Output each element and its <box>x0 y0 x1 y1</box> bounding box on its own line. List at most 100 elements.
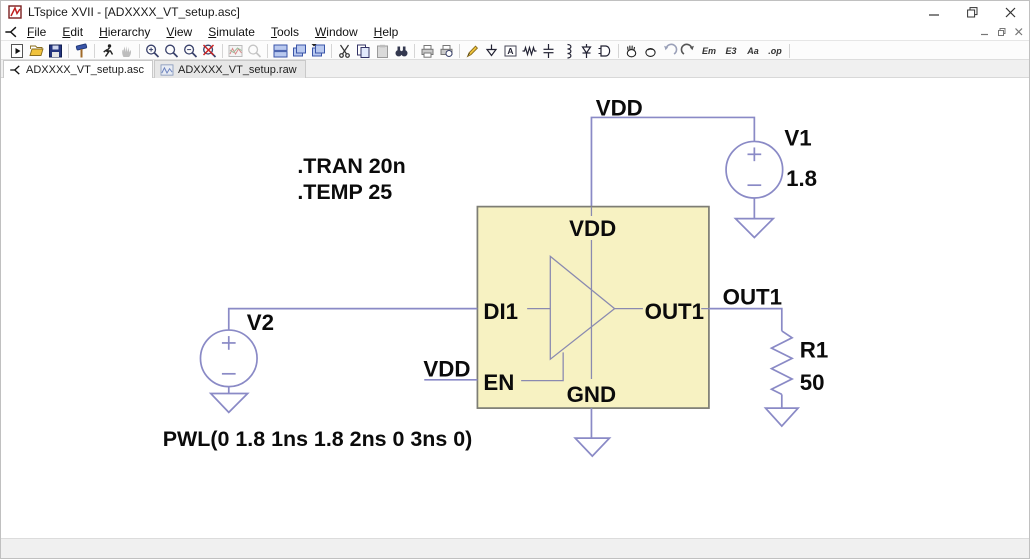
r1-name[interactable]: R1 <box>800 338 828 363</box>
title-bar: LTspice XVII - [ADXXXX_VT_setup.asc] <box>1 1 1029 23</box>
v2-source[interactable]: V2 PWL(0 1.8 1ns 1.8 2ns 0 3ns 0) <box>163 307 478 451</box>
svg-text:.TEMP 25[interactable]: .TEMP 25 <box>297 180 392 204</box>
open-folder-icon[interactable] <box>28 43 45 59</box>
v1-name[interactable]: V1 <box>784 126 811 151</box>
restore-button[interactable] <box>953 1 991 23</box>
tab-schematic-label: ADXXXX_VT_setup.asc <box>26 63 145 76</box>
spice-directive-icon[interactable]: .op <box>768 45 782 56</box>
toolbar: A <box>1 41 1029 60</box>
waveform-pane-icon[interactable] <box>227 43 244 59</box>
menu-hierarchy[interactable]: Hierarchy <box>99 25 151 39</box>
wire-vdd-top[interactable]: VDD <box>590 96 756 207</box>
toolbar-separator <box>789 43 790 58</box>
menu-simulate[interactable]: Simulate <box>208 25 255 39</box>
cascade-windows-icon[interactable] <box>291 43 308 59</box>
menu-window[interactable]: Window <box>314 25 358 39</box>
svg-text:.TRAN 20n[interactable]: .TRAN 20n <box>297 154 405 178</box>
halt-icon[interactable] <box>118 43 135 59</box>
window-title: LTspice XVII - [ADXXXX_VT_setup.asc] <box>28 5 240 19</box>
net-label-out1[interactable]: OUT1 <box>723 284 782 309</box>
wire-gnd[interactable] <box>573 408 612 458</box>
spice-directives[interactable]: .TRAN 20n .TEMP 25 <box>297 154 405 204</box>
wire-vdd-en[interactable]: VDD <box>423 356 478 381</box>
cascade-new-icon[interactable] <box>310 43 327 59</box>
ic-pin-en: EN <box>483 370 514 395</box>
find-icon[interactable] <box>393 43 410 59</box>
ground-symbol-ic[interactable] <box>573 437 612 458</box>
tile-horizontal-icon[interactable] <box>272 43 289 59</box>
rotate-icon[interactable]: E3 <box>725 45 737 56</box>
svg-text:A: A <box>507 46 513 56</box>
ground-icon[interactable] <box>483 43 500 59</box>
menu-tools[interactable]: Tools <box>270 25 299 39</box>
move-hand-icon[interactable] <box>623 43 640 59</box>
cut-icon[interactable] <box>336 43 353 59</box>
control-panel-icon[interactable] <box>73 43 90 59</box>
tab-waveform-label: ADXXXX_VT_setup.raw <box>178 63 297 76</box>
menu-help[interactable]: Help <box>373 25 399 39</box>
tab-waveform[interactable]: ADXXXX_VT_setup.raw <box>154 60 306 78</box>
v1-source[interactable]: V1 1.8 <box>725 126 817 239</box>
mdi-close-icon[interactable] <box>1015 28 1023 36</box>
new-schematic-icon[interactable] <box>9 43 26 59</box>
print-icon[interactable] <box>419 43 436 59</box>
toolbar-separator <box>618 43 619 58</box>
wire-v2-di1[interactable] <box>227 307 478 331</box>
zoom-extents-icon[interactable] <box>201 43 218 59</box>
menu-view[interactable]: View <box>166 25 193 39</box>
text-icon[interactable]: Aa <box>747 45 759 56</box>
r1-resistor[interactable]: R1 50 <box>763 330 829 428</box>
schematic-icon <box>10 64 20 75</box>
net-label-icon[interactable]: A <box>502 43 519 59</box>
component-icon[interactable] <box>597 43 614 59</box>
schematic-canvas[interactable]: .TRAN 20n .TEMP 25 VDD V1 1.8 <box>1 78 1029 538</box>
redo-icon[interactable] <box>680 43 697 59</box>
mdi-minimize-icon[interactable] <box>981 28 989 36</box>
run-icon[interactable] <box>99 43 116 59</box>
out1-net[interactable]: OUT1 <box>708 284 783 331</box>
paste-icon[interactable] <box>374 43 391 59</box>
menu-file[interactable]: File <box>27 25 47 39</box>
drag-hand-icon[interactable] <box>642 43 659 59</box>
v1-value[interactable]: 1.8 <box>786 166 817 191</box>
ic-pin-di1: DI1 <box>483 299 518 324</box>
net-label-vdd-en[interactable]: VDD <box>423 356 470 381</box>
print-preview-icon[interactable] <box>438 43 455 59</box>
status-bar <box>1 538 1029 558</box>
v2-value-pwl[interactable]: PWL(0 1.8 1ns 1.8 2ns 0 3ns 0) <box>163 427 473 451</box>
minimize-button[interactable] <box>915 1 953 23</box>
mdi-restore-icon[interactable] <box>998 28 1006 36</box>
close-icon <box>1005 7 1015 17</box>
resistor-icon[interactable] <box>521 43 538 59</box>
ground-symbol-v2[interactable] <box>208 392 250 414</box>
v2-name[interactable]: V2 <box>247 310 274 335</box>
zoom-out-icon[interactable] <box>182 43 199 59</box>
toolbar-separator <box>68 43 69 58</box>
minimize-icon <box>928 13 939 16</box>
net-label-vdd-top[interactable]: VDD <box>596 96 643 121</box>
ground-symbol-v1[interactable] <box>733 217 776 239</box>
zoom-box-icon[interactable] <box>163 43 180 59</box>
menu-edit[interactable]: Edit <box>62 25 84 39</box>
zoom-disabled-icon[interactable] <box>246 43 263 59</box>
save-icon[interactable] <box>47 43 64 59</box>
ground-symbol-r1[interactable] <box>763 407 801 428</box>
inductor-icon[interactable] <box>559 43 576 59</box>
buffer-triangle <box>549 254 616 361</box>
diode-icon[interactable] <box>578 43 595 59</box>
menu-bar: File Edit Hierarchy View Simulate Tools … <box>1 23 1029 41</box>
app-logo-icon <box>8 5 22 19</box>
undo-icon[interactable] <box>661 43 678 59</box>
restore-icon <box>966 6 977 17</box>
ic-symbol[interactable]: VDD DI1 OUT1 EN GND <box>476 205 710 409</box>
mdi-window-controls <box>981 28 1023 36</box>
wire-pencil-icon[interactable] <box>464 43 481 59</box>
copy-icon[interactable] <box>355 43 372 59</box>
tab-schematic[interactable]: ADXXXX_VT_setup.asc <box>3 60 154 78</box>
ic-pin-out1: OUT1 <box>645 299 704 324</box>
r1-value[interactable]: 50 <box>800 370 825 395</box>
capacitor-icon[interactable] <box>540 43 557 59</box>
zoom-in-icon[interactable] <box>144 43 161 59</box>
mirror-icon[interactable]: Em <box>701 45 716 56</box>
close-button[interactable] <box>991 1 1029 23</box>
